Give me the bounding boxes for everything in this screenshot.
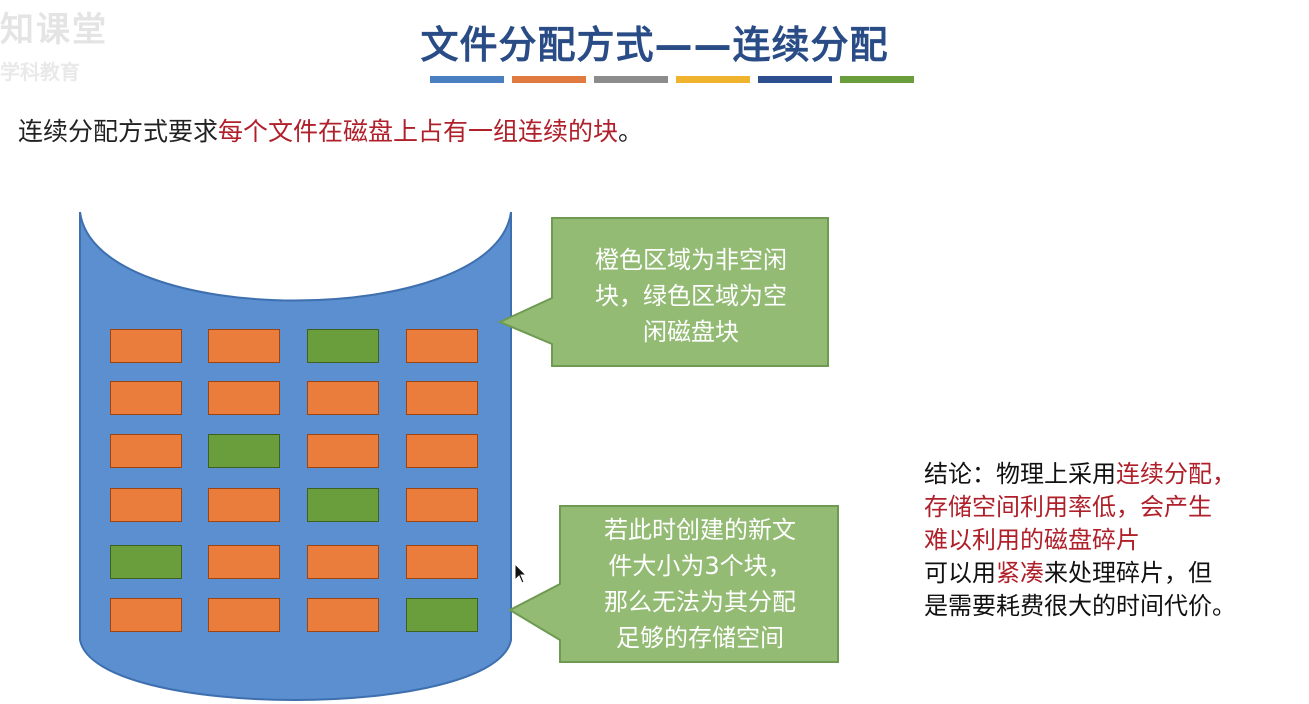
free-disk-block	[307, 329, 379, 363]
used-disk-block	[406, 488, 478, 522]
mouse-cursor-icon	[514, 563, 528, 584]
callout-bottom-text: 若此时创建的新文 件大小为3个块， 那么无法为其分配 足够的存储空间	[564, 512, 836, 656]
free-disk-block	[307, 488, 379, 522]
used-disk-block	[110, 598, 182, 632]
conclusion-text: 结论：物理上采用连续分配， 存储空间利用率低，会产生 难以利用的磁盘碎片 可以用…	[924, 458, 1309, 623]
callout-top-shape	[497, 217, 829, 367]
strip-segment	[594, 76, 668, 83]
slide-title: 文件分配方式——连续分配	[420, 23, 889, 67]
used-disk-block	[406, 545, 478, 579]
strip-segment	[512, 76, 586, 83]
intro-part3: 。	[618, 117, 644, 146]
used-disk-block	[208, 545, 280, 579]
strip-segment	[758, 76, 832, 83]
conclusion-line5: 是需要耗费很大的时间代价。	[924, 592, 1236, 620]
used-disk-block	[110, 488, 182, 522]
conclusion-line4-highlight: 紧凑	[996, 559, 1044, 587]
free-disk-block	[110, 545, 182, 579]
callout-top-line: 闲磁盘块	[643, 318, 739, 346]
used-disk-block	[307, 381, 379, 415]
used-disk-block	[406, 381, 478, 415]
strip-segment	[676, 76, 750, 83]
conclusion-line4: 可以用紧凑来处理碎片，但	[924, 557, 1309, 590]
callout-bottom-line: 若此时创建的新文	[604, 516, 796, 544]
free-disk-block	[208, 434, 280, 468]
used-disk-block	[307, 434, 379, 468]
callout-top-line: 块，绿色区域为空	[595, 282, 787, 310]
callout-bottom-shape	[507, 505, 839, 663]
used-disk-block	[307, 598, 379, 632]
conclusion-line1-a: 结论：物理上采用	[924, 460, 1116, 488]
conclusion-line4-a: 可以用	[924, 559, 996, 587]
conclusion-line1-highlight: 连续分配	[1116, 460, 1212, 488]
callout-top-line: 橙色区域为非空闲	[595, 246, 787, 274]
callout-top-text: 橙色区域为非空闲 块，绿色区域为空 闲磁盘块	[556, 242, 826, 350]
conclusion-line3: 难以利用的磁盘碎片	[924, 526, 1140, 554]
used-disk-block	[110, 434, 182, 468]
watermark-line2: 学科教育	[0, 60, 80, 84]
used-disk-block	[406, 434, 478, 468]
callout-bottom-line: 足够的存储空间	[616, 624, 784, 652]
conclusion-line1: 结论：物理上采用连续分配，	[924, 458, 1309, 491]
used-disk-block	[208, 329, 280, 363]
used-disk-block	[307, 545, 379, 579]
used-disk-block	[208, 488, 280, 522]
free-disk-block	[406, 598, 478, 632]
strip-segment	[840, 76, 914, 83]
callout-bottom-line: 件大小为3个块，	[608, 552, 792, 580]
watermark-line1: 知课堂	[0, 10, 108, 50]
conclusion-line4-c: 来处理碎片，但	[1044, 559, 1212, 587]
callout-bottom-line: 那么无法为其分配	[604, 588, 796, 616]
intro-highlight: 每个文件在磁盘上占有一组连续的块	[218, 117, 619, 146]
used-disk-block	[110, 381, 182, 415]
intro-text: 连续分配方式要求每个文件在磁盘上占有一组连续的块。	[18, 112, 643, 148]
conclusion-line2: 存储空间利用率低，会产生	[924, 493, 1212, 521]
watermark: 知课堂 学科教育	[0, 0, 160, 90]
strip-segment	[430, 76, 504, 83]
used-disk-block	[406, 329, 478, 363]
disk-cylinder	[79, 211, 512, 701]
used-disk-block	[110, 329, 182, 363]
intro-part1: 连续分配方式要求	[18, 117, 219, 146]
used-disk-block	[208, 598, 280, 632]
used-disk-block	[208, 381, 280, 415]
conclusion-line1-c: ，	[1212, 460, 1236, 488]
